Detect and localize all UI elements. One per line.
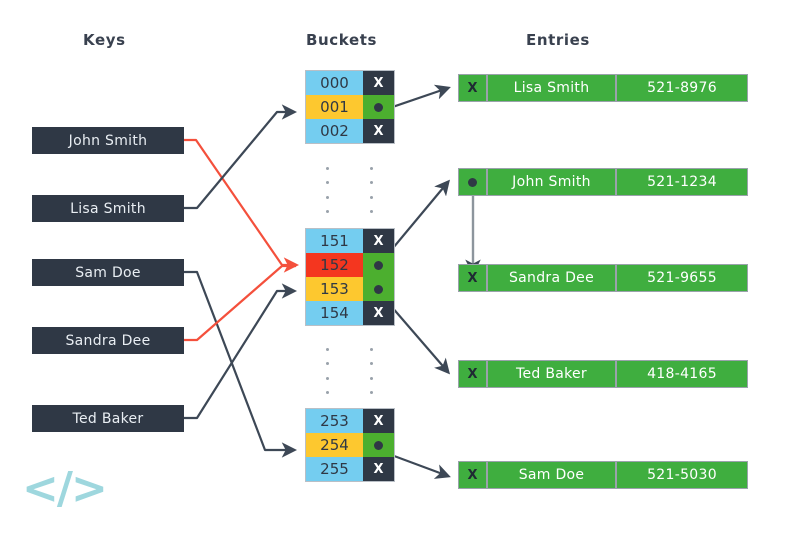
key-box-ted-baker[interactable]: Ted Baker [32, 405, 184, 432]
bucket-index: 253 [306, 409, 363, 433]
pointer-dot-icon [374, 284, 383, 294]
bucket-pointer-filled [363, 433, 394, 457]
wire-ted-baker-to-153 [184, 283, 298, 420]
key-label: Sam Doe [75, 264, 141, 281]
bucket-index: 154 [306, 301, 363, 325]
pointer-dot-icon [374, 260, 383, 270]
entry-name: Lisa Smith [488, 75, 617, 101]
entry-marker-terminal: X [459, 462, 488, 488]
bucket-pointer-empty: X [363, 409, 394, 433]
key-box-john-smith[interactable]: John Smith [32, 127, 184, 154]
entry-name: Ted Baker [488, 361, 617, 387]
bucket-group-151: 151 X 152 153 154 X [305, 228, 395, 326]
bucket-row-153[interactable]: 153 [306, 277, 394, 301]
bucket-row-253[interactable]: 253 X [306, 409, 394, 433]
ellipsis-column-left [305, 348, 349, 394]
ellipsis-column-left [305, 167, 349, 213]
wire-lisa-smith-to-001 [184, 104, 298, 210]
key-label: Ted Baker [72, 410, 144, 427]
key-label: Lisa Smith [70, 200, 146, 217]
entry-name: Sandra Dee [488, 265, 617, 291]
bucket-row-154[interactable]: 154 X [306, 301, 394, 325]
bucket-row-152[interactable]: 152 [306, 253, 394, 277]
entry-phone: 521-9655 [647, 270, 717, 286]
bucket-pointer-empty: X [363, 229, 394, 253]
bucket-index: 151 [306, 229, 363, 253]
bucket-index: 001 [306, 95, 363, 119]
bucket-index: 255 [306, 457, 363, 481]
key-box-sam-doe[interactable]: Sam Doe [32, 259, 184, 286]
bucket-ellipsis-1 [305, 167, 393, 213]
entry-phone: 521-8976 [647, 80, 717, 96]
entry-name: John Smith [488, 169, 617, 195]
pointer-dot-icon [468, 177, 477, 187]
entry-row-sam-doe[interactable]: X Sam Doe 521-5030 [458, 461, 748, 489]
entry-row-sandra-dee[interactable]: X Sandra Dee 521-9655 [458, 264, 748, 292]
column-header-keys: Keys [83, 31, 126, 49]
bucket-row-000[interactable]: 000 X [306, 71, 394, 95]
bucket-pointer-empty: X [363, 301, 394, 325]
bucket-pointer-empty: X [363, 119, 394, 143]
ellipsis-column-right [349, 167, 393, 213]
entry-marker-terminal: X [459, 265, 488, 291]
entry-row-john-smith[interactable]: John Smith 521-1234 [458, 168, 748, 196]
bucket-group-253: 253 X 254 255 X [305, 408, 395, 482]
entry-row-ted-baker[interactable]: X Ted Baker 418-4165 [458, 360, 748, 388]
wire-sam-doe-to-254 [184, 270, 298, 458]
bucket-row-255[interactable]: 255 X [306, 457, 394, 481]
bucket-row-151[interactable]: 151 X [306, 229, 394, 253]
pointer-dot-icon [374, 102, 383, 112]
code-brackets-logo-icon: </> [22, 463, 108, 514]
bucket-row-001[interactable]: 001 [306, 95, 394, 119]
entry-phone: 521-5030 [647, 467, 717, 483]
entry-phone: 418-4165 [647, 366, 717, 382]
bucket-index: 002 [306, 119, 363, 143]
bucket-group-000: 000 X 001 002 X [305, 70, 395, 144]
wire-john-smith-to-152 [184, 138, 300, 273]
entry-marker-terminal: X [459, 361, 488, 387]
bucket-pointer-filled [363, 95, 394, 119]
key-box-lisa-smith[interactable]: Lisa Smith [32, 195, 184, 222]
key-box-sandra-dee[interactable]: Sandra Dee [32, 327, 184, 354]
bucket-pointer-filled [363, 253, 394, 277]
key-label: Sandra Dee [65, 332, 151, 349]
bucket-index: 000 [306, 71, 363, 95]
wire-sandra-dee-to-152 [184, 264, 296, 342]
bucket-index: 152 [306, 253, 363, 277]
entry-phone: 521-1234 [647, 174, 717, 190]
bucket-ellipsis-2 [305, 348, 393, 394]
pointer-dot-icon [374, 440, 383, 450]
bucket-row-002[interactable]: 002 X [306, 119, 394, 143]
bucket-pointer-filled [363, 277, 394, 301]
column-header-buckets: Buckets [306, 31, 378, 49]
bucket-pointer-empty: X [363, 457, 394, 481]
bucket-row-254[interactable]: 254 [306, 433, 394, 457]
entry-name: Sam Doe [488, 462, 617, 488]
bucket-pointer-empty: X [363, 71, 394, 95]
entry-marker-chained [459, 169, 488, 195]
bucket-index: 153 [306, 277, 363, 301]
entry-row-lisa-smith[interactable]: X Lisa Smith 521-8976 [458, 74, 748, 102]
ellipsis-column-right [349, 348, 393, 394]
bucket-index: 254 [306, 433, 363, 457]
column-header-entries: Entries [526, 31, 590, 49]
entry-marker-terminal: X [459, 75, 488, 101]
key-label: John Smith [68, 132, 148, 149]
